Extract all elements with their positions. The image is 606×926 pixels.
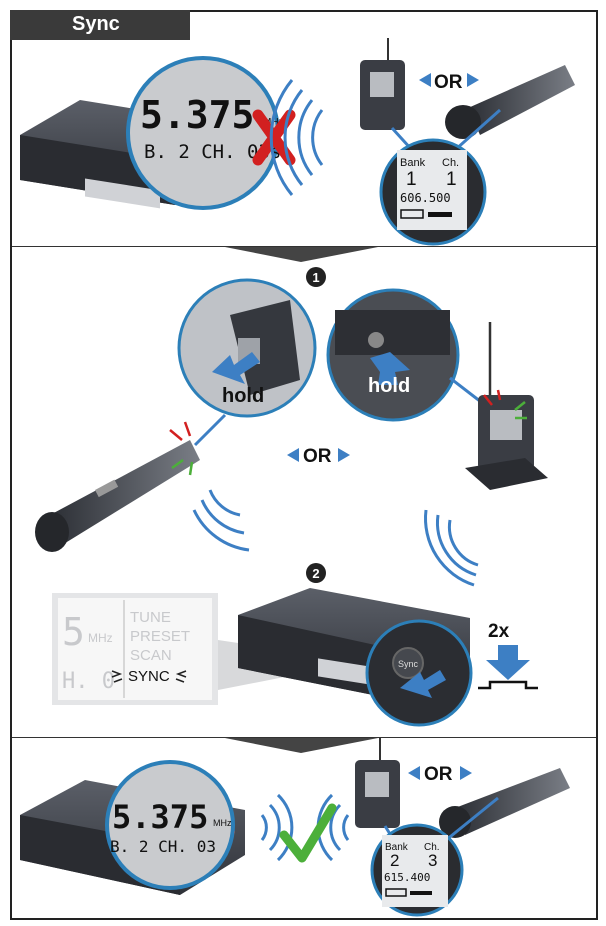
bodypack-button-zoom: hold (326, 288, 486, 422)
bodypack-transmitter-2 (465, 322, 548, 490)
menu-item-scan: SCAN (130, 647, 172, 664)
radio-waves-icon-2 (192, 489, 250, 552)
receiver-channel-1: B. 2 CH. 03s (144, 141, 281, 163)
mic-button-zoom: hold (177, 278, 317, 447)
svg-text:Bank: Bank (400, 157, 426, 169)
divider-1 (12, 246, 596, 247)
step-badge-2: 2 (306, 563, 326, 583)
or-arrows-1: OR (419, 72, 479, 93)
svg-text:Ch.: Ch. (442, 157, 459, 169)
down-arrow-1 (225, 247, 378, 262)
svg-text:606.500: 606.500 (400, 191, 451, 205)
receiver-display-zoom-1: 5.375 MHz B. 2 CH. 03s (126, 56, 284, 210)
menu-item-sync: SYNC (128, 668, 170, 685)
handheld-mic-2 (35, 421, 200, 552)
svg-text:Ch.: Ch. (424, 842, 440, 853)
or-arrows-3: OR (408, 764, 472, 785)
transmitter-display-zoom-1: Bank Ch. 1 1 606.500 (379, 108, 501, 246)
bodypack-transmitter-3 (355, 738, 400, 828)
svg-text:OR: OR (434, 72, 463, 93)
svg-text:1: 1 (312, 270, 319, 285)
synced-check-icon (279, 803, 337, 863)
handheld-mic-3 (439, 768, 570, 838)
svg-text:MHz: MHz (213, 818, 232, 828)
press-twice-icon: 2x (478, 621, 538, 690)
svg-text:OR: OR (424, 764, 453, 785)
svg-text:1: 1 (446, 169, 457, 190)
receiver-display-zoom-3: 5.375 MHz B. 2 CH. 03 (105, 760, 235, 890)
svg-text:OR: OR (303, 446, 332, 467)
svg-text:H. 0: H. 0 (62, 669, 115, 694)
handheld-mic-1 (445, 65, 575, 139)
step-badge-1: 1 (306, 267, 326, 287)
menu-item-preset: PRESET (130, 628, 190, 645)
not-synced-cross-icon (252, 109, 296, 166)
or-arrows-2: OR (287, 446, 350, 467)
svg-text:2: 2 (390, 851, 399, 870)
radio-waves-icon-1 (269, 79, 324, 196)
svg-text:2: 2 (312, 566, 319, 581)
receiver-freq-3: 5.375 (112, 798, 208, 836)
svg-text:2x: 2x (488, 621, 510, 642)
radio-waves-icon-3 (424, 509, 479, 587)
svg-text:615.400: 615.400 (384, 871, 430, 884)
divider-2 (12, 737, 596, 738)
sync-button-zoom: Sync (365, 619, 473, 727)
svg-text:5: 5 (62, 610, 85, 654)
receiver-freq-1: 5.375 (140, 93, 254, 137)
svg-text:1: 1 (406, 169, 417, 190)
menu-item-tune: TUNE (130, 609, 171, 626)
receiver-channel-3: B. 2 CH. 03 (110, 837, 216, 856)
down-arrow-2 (225, 738, 378, 753)
diagram-frame (10, 10, 598, 920)
section-tab: Sync (10, 10, 190, 40)
transmitter-display-zoom-3: Bank Ch. 2 3 615.400 (370, 796, 499, 917)
svg-text:Sync: Sync (398, 659, 419, 669)
svg-text:3: 3 (428, 851, 437, 870)
svg-text:MHz: MHz (88, 631, 113, 645)
svg-text:Bank: Bank (385, 842, 409, 853)
svg-text:hold: hold (222, 385, 264, 407)
svg-text:hold: hold (368, 375, 410, 397)
bodypack-transmitter-1 (360, 38, 405, 130)
